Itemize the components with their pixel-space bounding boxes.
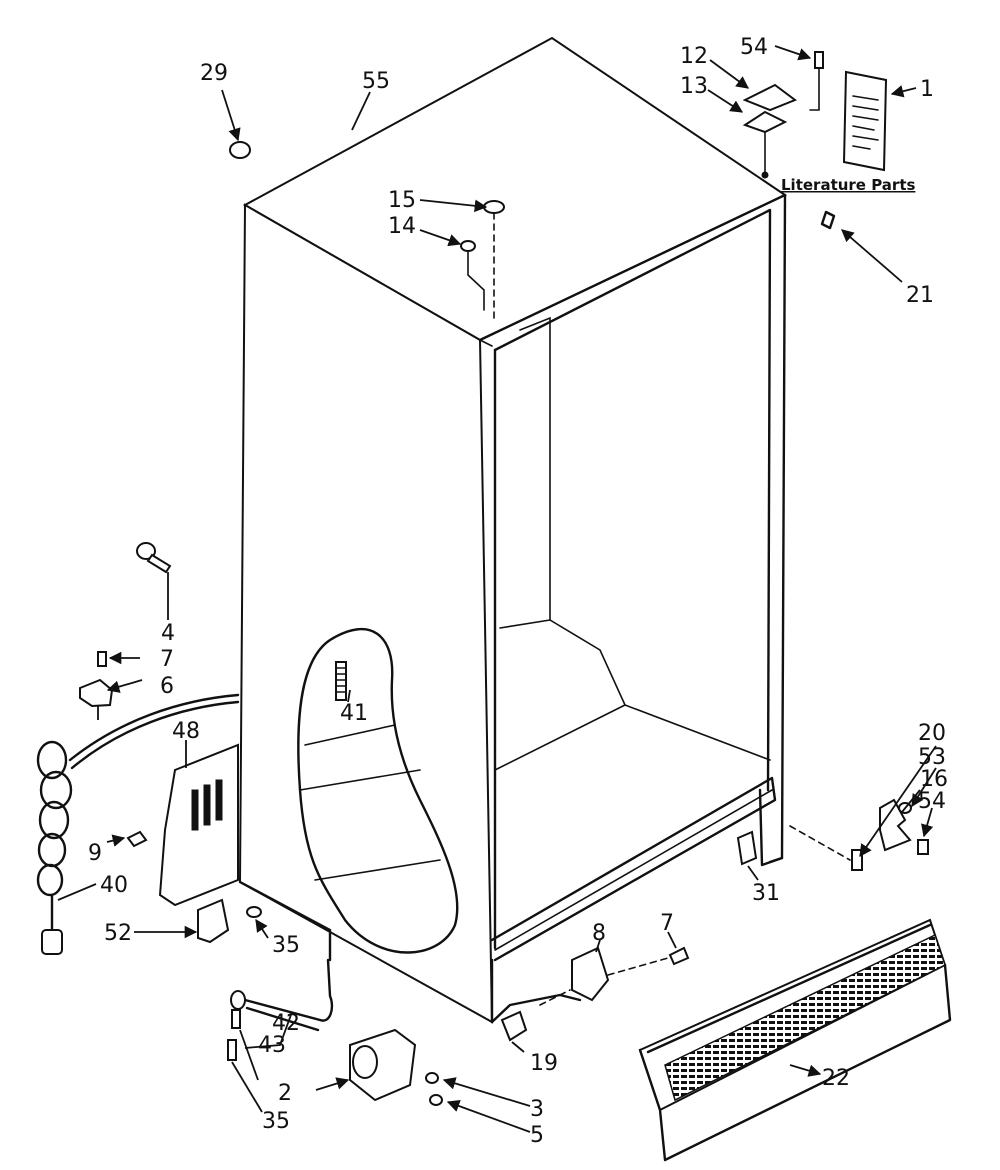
part-21-clip xyxy=(820,210,836,230)
part-9-screw xyxy=(126,830,148,848)
callout-20: 20 xyxy=(918,721,946,746)
cutaway-view xyxy=(297,628,459,954)
part-4-bolt xyxy=(136,542,172,574)
part-12-13-hinge xyxy=(742,83,798,179)
callout-8: 8 xyxy=(592,921,606,946)
callout-29: 29 xyxy=(200,61,228,86)
callout-3: 3 xyxy=(530,1097,544,1122)
part-20-hinge-assembly xyxy=(789,798,929,871)
callout-40: 40 xyxy=(100,873,128,898)
callout-5: 5 xyxy=(530,1123,544,1148)
callout-52: 52 xyxy=(104,921,132,946)
callout-14: 14 xyxy=(388,214,416,239)
part-7-screw-right xyxy=(668,946,690,966)
part-1-literature xyxy=(842,70,888,172)
part-54-screw-top xyxy=(809,51,824,111)
callout-1: 1 xyxy=(920,77,934,102)
part-15-plug xyxy=(483,200,505,319)
part-48-cover xyxy=(158,743,239,907)
callout-9: 9 xyxy=(88,841,102,866)
callout-21: 21 xyxy=(906,283,934,308)
callout-15: 15 xyxy=(388,188,416,213)
callout-22: 22 xyxy=(822,1066,850,1091)
part-2-roller-assembly xyxy=(349,1028,443,1106)
callout-7-left: 7 xyxy=(160,647,174,672)
part-7-screw-left xyxy=(97,651,107,667)
callout-41: 41 xyxy=(340,701,368,726)
callout-55: 55 xyxy=(362,69,390,94)
callout-31: 31 xyxy=(752,881,780,906)
callout-48: 48 xyxy=(172,719,200,744)
callout-7-right: 7 xyxy=(660,911,674,936)
callout-35-upper: 35 xyxy=(272,933,300,958)
callout-53: 53 xyxy=(918,745,946,770)
part-40-power-cord xyxy=(36,693,240,955)
part-29-plug xyxy=(229,141,251,159)
callout-12: 12 xyxy=(680,44,708,69)
literature-parts-label: Literature Parts xyxy=(781,176,915,194)
callout-6: 6 xyxy=(160,674,174,699)
callout-43: 43 xyxy=(258,1033,286,1058)
callout-35-lower: 35 xyxy=(262,1109,290,1134)
callout-13: 13 xyxy=(680,74,708,99)
cabinet-shell xyxy=(238,36,788,1024)
callout-4: 4 xyxy=(161,621,175,646)
callout-54-right: 54 xyxy=(918,789,946,814)
leader-lines xyxy=(57,45,937,1133)
callout-2: 2 xyxy=(278,1081,292,1106)
part-22-toe-grille xyxy=(638,918,952,1162)
callout-19: 19 xyxy=(530,1051,558,1076)
part-6-clamp xyxy=(79,678,114,708)
part-8-bracket xyxy=(571,946,610,1002)
part-19-clip xyxy=(500,1010,528,1042)
part-52-bracket xyxy=(197,898,230,944)
part-42-tube xyxy=(243,958,334,1032)
callout-42: 42 xyxy=(272,1011,300,1036)
part-31-roller xyxy=(736,830,758,866)
part-35-screw-upper xyxy=(246,906,262,918)
callout-54-top: 54 xyxy=(740,35,768,60)
callout-16: 16 xyxy=(920,767,948,792)
part-41-heater xyxy=(335,661,347,701)
part-43-clamp xyxy=(227,990,246,1061)
